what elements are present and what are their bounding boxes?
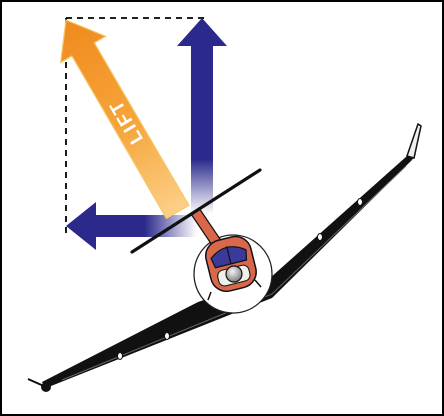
vertical-component-arrow — [177, 18, 227, 214]
airplane-front-view-icon — [27, 122, 422, 392]
spinner — [225, 265, 243, 283]
horizontal-stabilizer — [130, 168, 262, 254]
lift-arrow: LIFT — [59, 19, 190, 220]
wing — [42, 154, 416, 388]
horizontal-component-arrow — [66, 202, 197, 250]
